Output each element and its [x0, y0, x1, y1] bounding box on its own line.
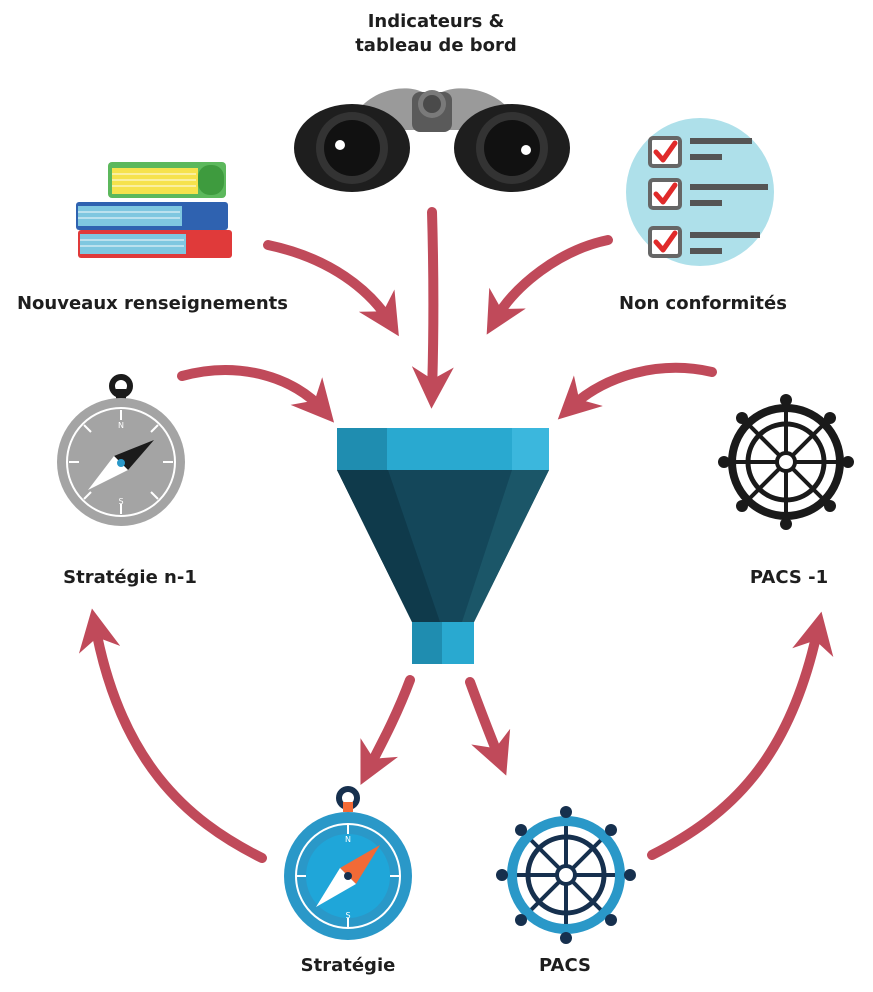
label-indicateurs-line1: Indicateurs & [367, 11, 505, 32]
label-strategie-n-1: Stratégie n-1 [63, 567, 197, 588]
arrow-strategie-n1-to-funnel [177, 365, 335, 423]
binoculars-icon [294, 88, 570, 192]
ship-wheel-dark-icon [718, 394, 854, 530]
label-pacs-1: PACS -1 [749, 567, 829, 588]
compass-blue-icon: N S [284, 786, 412, 940]
arrow-funnel-to-strategie [360, 675, 415, 786]
label-non-conformites: Non conformités [619, 293, 787, 314]
arrow-pacs-to-pacs-1 [647, 611, 834, 860]
label-indicateurs-line2: tableau de bord [355, 35, 517, 56]
label-pacs: PACS [539, 955, 591, 976]
svg-text:S: S [118, 497, 123, 506]
arrow-strategie-to-strategie-n1 [78, 608, 267, 863]
svg-text:N: N [118, 421, 124, 430]
svg-text:S: S [345, 911, 350, 920]
label-indicateurs: Indicateurs & tableau de bord [336, 10, 536, 58]
checklist-icon [626, 118, 774, 266]
arrow-nonconformites-to-funnel [486, 235, 613, 335]
ship-wheel-blue-icon [496, 806, 636, 944]
label-nouveaux-renseignements: Nouveaux renseignements [16, 293, 289, 314]
arrow-funnel-to-pacs [465, 677, 511, 776]
label-strategie: Stratégie [300, 955, 396, 976]
funnel-icon [337, 428, 549, 664]
arrow-indicateurs-to-funnel [411, 207, 454, 409]
arrows [78, 207, 834, 863]
books-icon [76, 162, 232, 258]
arrow-pacs-1-to-funnel [557, 362, 717, 420]
svg-text:N: N [345, 835, 351, 844]
compass-gray-icon: N S [57, 374, 185, 526]
arrow-nouveaux-to-funnel [263, 240, 399, 337]
